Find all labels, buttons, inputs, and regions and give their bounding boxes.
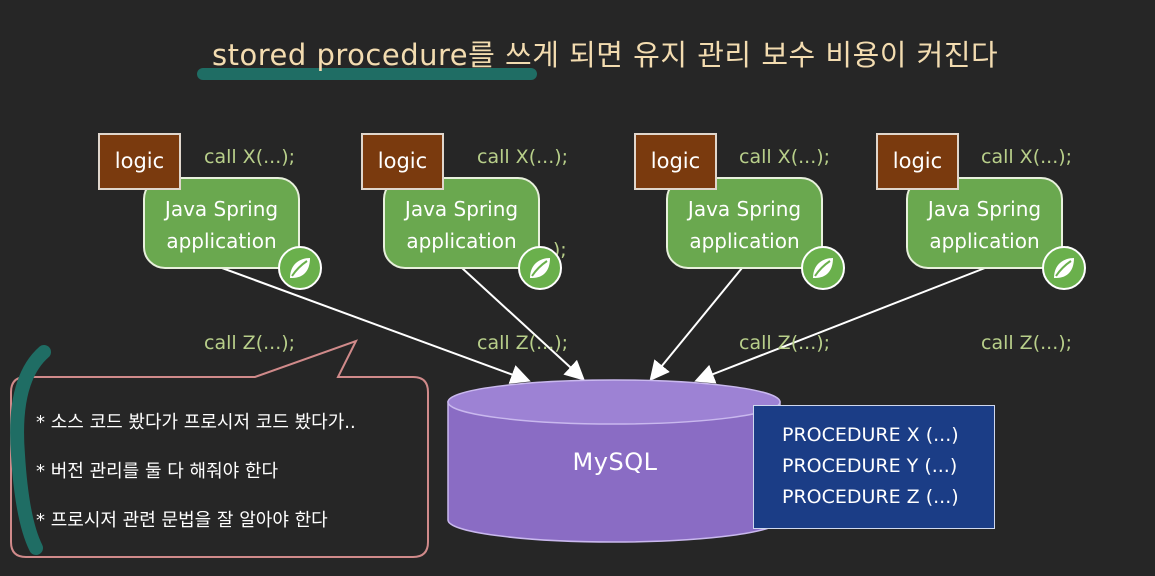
call-line: call Z(...); bbox=[981, 332, 1073, 354]
call-line: call Z(...); bbox=[204, 332, 296, 354]
call-line: call X(...); bbox=[981, 146, 1073, 168]
logic-box-1: logic bbox=[98, 133, 181, 190]
app-label-line2: application bbox=[929, 229, 1040, 253]
java-spring-app-3: Java Spring application bbox=[666, 177, 823, 269]
database-label: MySQL bbox=[572, 448, 658, 476]
app-label-line1: Java Spring bbox=[164, 197, 279, 221]
logic-box-4: logic bbox=[876, 133, 959, 190]
title-underline bbox=[197, 68, 537, 80]
call-line: call X(...); bbox=[204, 146, 296, 168]
slide-title: stored procedure를 쓰게 되면 유지 관리 보수 비용이 커진다 bbox=[212, 38, 999, 72]
procedure-line: PROCEDURE Y (...) bbox=[782, 455, 958, 477]
app-label-line2: application bbox=[166, 229, 277, 253]
call-line: call X(...); bbox=[477, 146, 569, 168]
arrow-app3-to-db bbox=[649, 267, 743, 382]
app-label-line2: application bbox=[406, 229, 517, 253]
java-spring-app-2: Java Spring application bbox=[383, 177, 540, 269]
spring-leaf-icon bbox=[1042, 246, 1086, 290]
app-label-line2: application bbox=[689, 229, 800, 253]
note-line: * 버전 관리를 둘 다 해줘야 한다 bbox=[36, 461, 279, 482]
java-spring-app-4: Java Spring application bbox=[906, 177, 1063, 269]
app-label-line1: Java Spring bbox=[927, 197, 1042, 221]
procedure-box: PROCEDURE X (...) PROCEDURE Y (...) PROC… bbox=[753, 405, 995, 529]
logic-box-2: logic bbox=[361, 133, 444, 190]
procedure-line: PROCEDURE Z (...) bbox=[782, 486, 959, 508]
spring-leaf-icon bbox=[801, 246, 845, 290]
call-line: call Z(...); bbox=[477, 332, 569, 354]
note-line: * 소스 코드 봤다가 프로시저 코드 봤다가.. bbox=[36, 412, 356, 433]
note-line: * 프로시저 관련 문법을 잘 알아야 한다 bbox=[36, 510, 328, 531]
app-label-line1: Java Spring bbox=[687, 197, 802, 221]
call-line: call Z(...); bbox=[739, 332, 831, 354]
notes-bubble-outline bbox=[10, 339, 429, 558]
logic-box-3: logic bbox=[634, 133, 717, 190]
call-line: call X(...); bbox=[739, 146, 831, 168]
spring-leaf-icon bbox=[518, 246, 562, 290]
procedure-line: PROCEDURE X (...) bbox=[782, 424, 959, 446]
arrow-app4-to-db bbox=[694, 267, 986, 384]
arrow-app2-to-db bbox=[461, 267, 585, 381]
app-label-line1: Java Spring bbox=[404, 197, 519, 221]
notes-bracket-mark bbox=[10, 345, 51, 555]
spring-leaf-icon bbox=[278, 246, 322, 290]
java-spring-app-1: Java Spring application bbox=[143, 177, 300, 269]
arrow-app1-to-db bbox=[221, 267, 531, 384]
